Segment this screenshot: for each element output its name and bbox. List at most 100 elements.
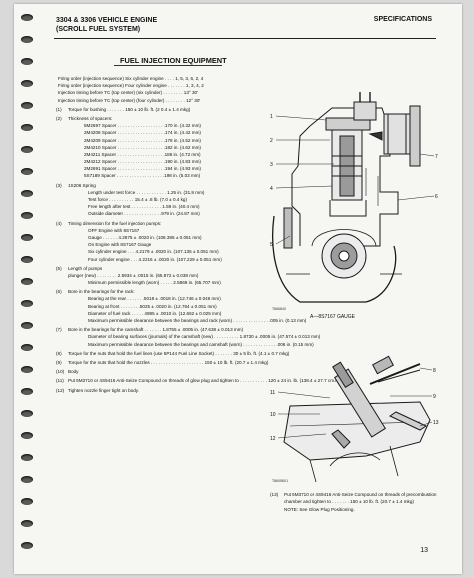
spec-row: (2) Thickness of spacers: xyxy=(56,115,256,122)
spec-number: (11) xyxy=(56,378,64,384)
spec-number: (2) xyxy=(56,115,62,121)
spec-row: 2M4209 Spacer . . . . . . . . . . . . . … xyxy=(56,137,256,144)
callout-12: 12 xyxy=(270,436,276,442)
binding-hole xyxy=(21,388,33,395)
header-title-line2: (SCROLL FUEL SYSTEM) xyxy=(56,26,141,33)
spec-row: 5S7189 Spacer . . . . . . . . . . . . . … xyxy=(56,172,256,179)
section-title-rule xyxy=(114,65,222,66)
callout-4: 4 xyxy=(270,186,273,192)
callout-11: 11 xyxy=(270,390,275,396)
spec-row: (4) Timing dimension for the fuel injecti… xyxy=(56,220,256,227)
spec-text: OFF Engine with 8S7167 xyxy=(88,227,140,233)
spec-text: Four cylinder engine . . . 4.2216 ± .002… xyxy=(88,256,222,262)
spec-row: 2M4208 Spacer . . . . . . . . . . . . . … xyxy=(56,129,256,136)
spec-row: 2M2691 Spacer . . . . . . . . . . . . . … xyxy=(56,165,256,172)
spec-row: Length under test force . . . . . . . . … xyxy=(56,189,256,196)
binding-hole xyxy=(21,278,33,285)
spec-row: (8)Torque for the nuts that hold the fue… xyxy=(56,350,289,357)
spec-row: (9) Torque for the nuts that hold the noz… xyxy=(56,359,268,366)
binding-hole xyxy=(21,124,33,131)
spec-text: Body xyxy=(68,369,79,375)
spec-row: Firing order (injection sequence) Six cy… xyxy=(56,75,256,82)
spec-text: Injection timing before TC (top center) … xyxy=(58,97,201,103)
note-row: NOTE: See Glow Plug Positioning. xyxy=(270,507,440,514)
spec-text: 2M2691 Spacer . . . . . . . . . . . . . … xyxy=(84,166,201,172)
spec-row: Gauge . . . . . . 4.2675 ± .0020 in. (10… xyxy=(56,234,256,241)
binding-hole xyxy=(21,542,33,549)
spec-number: (8) xyxy=(56,350,62,356)
figure-b-plate-number: T86058X1 xyxy=(272,479,288,483)
spec-number: (7) xyxy=(56,327,62,333)
spec-text: Injection timing before TC (top center) … xyxy=(58,90,198,96)
page-number: 13 xyxy=(420,547,428,554)
spec-row: 5M2697 Spacer . . . . . . . . . . . . . … xyxy=(56,122,256,129)
spec-row: Diameter of bearing surfaces (journals) … xyxy=(56,333,320,340)
page-header-section: SPECIFICATIONS xyxy=(373,16,432,23)
binding-hole xyxy=(21,168,33,175)
spec-text: Thickness of spacers: xyxy=(68,115,113,121)
binding-hole xyxy=(21,190,33,197)
binding-hole xyxy=(21,256,33,263)
binding-hole xyxy=(21,454,33,461)
callout-3: 3 xyxy=(270,162,273,168)
binding-hole xyxy=(21,520,33,527)
manual-page: 3304 & 3306 VEHICLE ENGINE (SCROLL FUEL … xyxy=(14,4,462,574)
spec-text: Test force . . . . . . . . . . 15.4 ± .8… xyxy=(88,197,187,202)
spec-text: 2M4209 Spacer . . . . . . . . . . . . . … xyxy=(84,137,201,143)
spec-text: 2M4212 Spacer . . . . . . . . . . . . . … xyxy=(84,159,201,165)
spec-number: (6) xyxy=(56,289,62,295)
spec-text: Bearing at front . . . . . . . .5025 ± .… xyxy=(88,303,217,309)
spec-number: (3) xyxy=(56,182,62,188)
spec-text: Torque for the nuts that hold the nozzle… xyxy=(68,359,269,365)
spec-row: Free length after test . . . . . . . . .… xyxy=(56,203,256,210)
callout-7: 7 xyxy=(435,154,438,160)
spec-text: On Engine with 8S7167 Gauge xyxy=(88,242,152,248)
spec-text: Bearing at the rear . . . . . . .5018 ± … xyxy=(88,296,221,302)
page-header-title: 3304 & 3306 VEHICLE ENGINE (SCROLL FUEL … xyxy=(56,16,157,34)
figure-a-plate-number: T86684X xyxy=(272,307,287,311)
spec-number: (12) xyxy=(56,387,65,393)
binding-hole xyxy=(21,410,33,417)
spec-text: Torque for bushing . . . . . . . 150 ± 1… xyxy=(68,106,191,112)
spec-text: Timing dimension for the fuel injection … xyxy=(68,220,162,226)
spec-text: Six cylinder engine . . . 4.2179 ± .0020… xyxy=(88,249,219,255)
binding-hole xyxy=(21,36,33,43)
binding-hole xyxy=(21,476,33,483)
nozzle-glow-plug-diagram: 11 10 12 8 9 13 T86058X1 xyxy=(270,355,439,483)
spec-number: (9) xyxy=(56,359,62,365)
spiral-binding xyxy=(14,4,42,574)
spec-text: Diameter of fuel rack . . . . . 4985 ± .… xyxy=(88,310,222,316)
spec-row: Maximum permissible clearance between th… xyxy=(56,317,306,324)
spec-text: Firing order (injection sequence) Six cy… xyxy=(58,76,204,81)
spec-text: 2M4210 Spacer . . . . . . . . . . . . . … xyxy=(84,144,201,150)
section-title: FUEL INJECTION EQUIPMENT xyxy=(120,56,227,65)
spec-row: plunger (new) . . . . . . . . 2.5934 ± .… xyxy=(56,272,256,279)
spec-text: Bore in the bearings for the rack: xyxy=(68,289,135,295)
binding-hole xyxy=(21,234,33,241)
spec-text: Minimum permissible length (worn) . . . … xyxy=(88,280,221,286)
spec-row: OFF Engine with 8S7167 xyxy=(56,227,256,234)
binding-hole xyxy=(21,344,33,351)
binding-hole xyxy=(21,80,33,87)
spec-row: (5)Length of pumps xyxy=(56,265,256,272)
callout-13: 13 xyxy=(433,420,439,426)
binding-hole xyxy=(21,300,33,307)
callout-6: 6 xyxy=(435,194,438,200)
spec-text: 1S206 Spring xyxy=(68,182,96,188)
callout-8: 8 xyxy=(433,368,436,374)
spec-row: (11)Put 5M3710 or 4S9416 Anti-Seize Comp… xyxy=(56,377,342,384)
callout-9: 9 xyxy=(433,394,436,400)
spec-row: (6) Bore in the bearings for the rack: xyxy=(56,288,256,295)
spec-row: Injection timing before TC (top center) … xyxy=(56,97,256,104)
binding-hole xyxy=(21,102,33,109)
binding-hole xyxy=(21,322,33,329)
spec-number: (10) xyxy=(56,369,65,375)
binding-hole xyxy=(21,212,33,219)
spec-number: (4) xyxy=(56,220,62,226)
spec-row: Firing order (injection sequence) Four c… xyxy=(56,82,256,89)
binding-hole xyxy=(21,146,33,153)
spec-row: Outside diameter . . . . . . . . . . . .… xyxy=(56,210,256,217)
note-number: (13) xyxy=(270,492,279,497)
header-rule xyxy=(54,38,436,39)
spec-row: Test force . . . . . . . . . . 15.4 ± .8… xyxy=(56,196,256,203)
